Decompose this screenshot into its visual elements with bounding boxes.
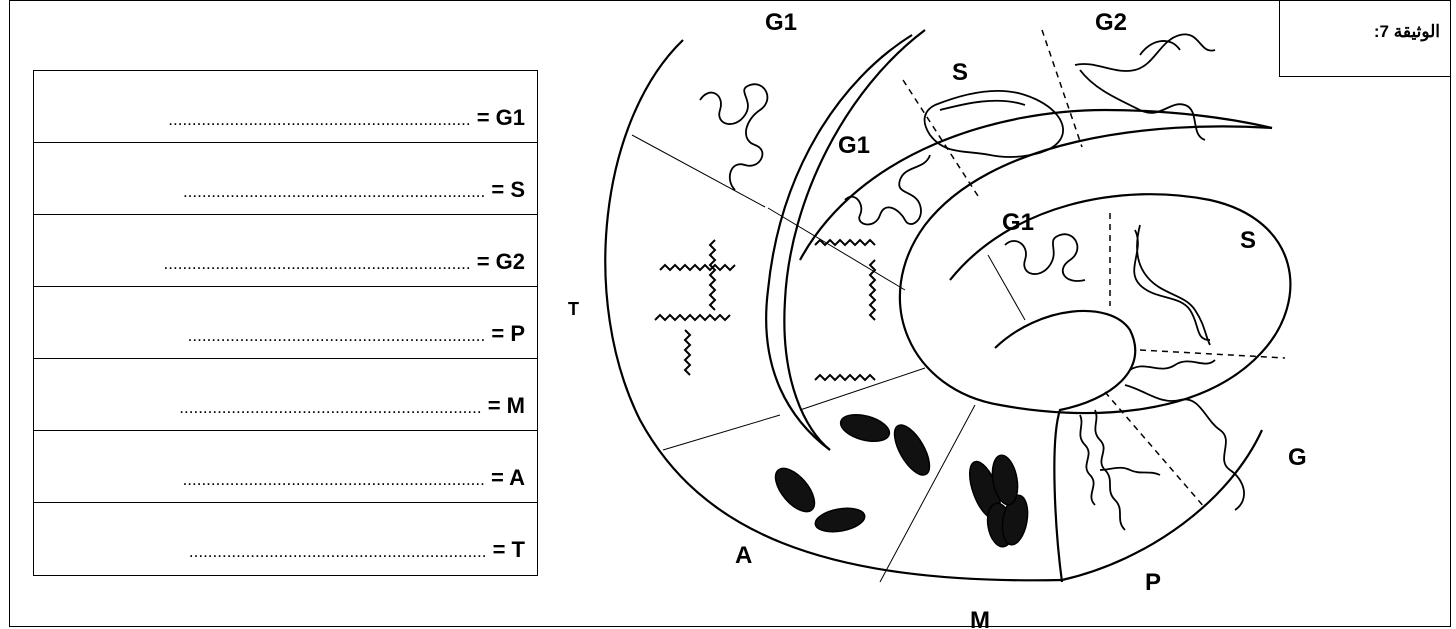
answer-code: = M xyxy=(487,393,525,418)
answer-row-g1: ........................................… xyxy=(34,71,537,143)
dashed-divider xyxy=(1041,29,1083,148)
answer-row-label: ........................................… xyxy=(188,321,525,347)
spiral-inner-loop xyxy=(898,125,1292,415)
condensing-chromosomes xyxy=(654,238,877,382)
answer-blank[interactable]: ........................................… xyxy=(188,542,487,561)
label-g1-inner: G1 xyxy=(1002,209,1034,236)
dashed-divider xyxy=(1104,391,1206,509)
spiral-top-arc xyxy=(799,108,1273,261)
divider-line xyxy=(987,254,1026,321)
spiral-second-line xyxy=(765,34,913,451)
answer-row-label: ........................................… xyxy=(183,177,525,203)
answer-code: = T xyxy=(492,537,525,562)
answer-table: ........................................… xyxy=(33,70,538,576)
answer-blank[interactable]: ........................................… xyxy=(182,182,486,201)
chromatin-g2-top xyxy=(1074,33,1216,141)
label-s-outer: S xyxy=(952,59,968,86)
label-g2-top: G2 xyxy=(1095,9,1127,36)
spiral-inner-return xyxy=(1061,429,1264,582)
answer-row-label: ........................................… xyxy=(179,393,525,419)
label-p-bottom: P xyxy=(1145,569,1161,596)
spiral-innermost-loop xyxy=(994,309,1137,583)
answer-row-s: ........................................… xyxy=(34,143,537,215)
chromosome-dark xyxy=(839,413,891,443)
chromosome-dark xyxy=(893,424,931,476)
chromosome-zigzag xyxy=(868,259,877,321)
answer-row-label: ........................................… xyxy=(168,105,525,131)
answer-row-label: ........................................… xyxy=(189,537,525,563)
label-m-bottom: M xyxy=(970,607,990,629)
chromosome-zigzag xyxy=(814,373,876,382)
answer-code: = G2 xyxy=(476,249,525,274)
answer-code: = S xyxy=(491,177,525,202)
label-t-left: T xyxy=(568,299,579,319)
spiral-outer-line xyxy=(604,39,1063,582)
answer-row-label: ........................................… xyxy=(164,249,525,275)
answer-row-label: ........................................… xyxy=(183,465,525,491)
chromosome-dark xyxy=(774,467,816,513)
spiral-second-line-b xyxy=(783,29,926,451)
dashed-divider xyxy=(1139,349,1286,359)
chromosome-dark xyxy=(1001,494,1029,546)
label-s-inner: S xyxy=(1240,227,1256,254)
answer-blank[interactable]: ........................................… xyxy=(182,470,485,489)
spiral-outlines xyxy=(604,29,1292,583)
label-a-bottom: A xyxy=(735,542,752,569)
label-g1-outer: G1 xyxy=(838,132,870,159)
answer-row-g2: ........................................… xyxy=(34,215,537,287)
section-dividers xyxy=(631,134,1026,583)
divider-line xyxy=(662,414,781,451)
answer-row-m: ........................................… xyxy=(34,359,537,431)
answer-code: = A xyxy=(490,465,525,490)
answer-blank[interactable]: ........................................… xyxy=(179,398,482,417)
answer-code: = G1 xyxy=(476,105,525,130)
chromatin-g2-inner xyxy=(1124,359,1245,511)
condensed-chromosomes xyxy=(774,413,1029,548)
answer-blank[interactable]: ........................................… xyxy=(163,254,471,273)
divider-line xyxy=(799,367,926,411)
divider-line xyxy=(631,134,766,208)
chromosome-dark xyxy=(814,507,866,533)
chromatin-drawings xyxy=(699,33,1245,531)
answer-row-t: ........................................… xyxy=(34,503,537,575)
dashed-dividers xyxy=(902,29,1286,509)
chromosome-zigzag xyxy=(814,238,876,247)
document-label: الوثيقة 7: xyxy=(1373,22,1440,41)
answer-row-a: ........................................… xyxy=(34,431,537,503)
chromosome-zigzag xyxy=(659,263,736,272)
chromosome-zigzag xyxy=(654,313,731,322)
divider-line xyxy=(879,404,976,583)
chromatin-s-inner xyxy=(1133,224,1211,346)
dashed-divider xyxy=(902,79,979,197)
answer-blank[interactable]: ........................................… xyxy=(168,110,471,129)
answer-code: = P xyxy=(491,321,525,346)
chromatin-s-outer xyxy=(923,89,1064,158)
label-g1-top: G1 xyxy=(765,9,797,36)
answer-row-p: ........................................… xyxy=(34,287,537,359)
chromosome-zigzag xyxy=(708,239,717,311)
chromatin-prophase xyxy=(1079,409,1161,531)
chromosome-dark xyxy=(991,454,1019,506)
chromatin-g1-top xyxy=(699,83,769,191)
page-frame xyxy=(9,0,1451,627)
chromatin-g1-outer xyxy=(844,154,931,226)
label-g-right: G xyxy=(1288,444,1307,471)
divider-line xyxy=(767,207,906,291)
document-label-box: الوثيقة 7: xyxy=(1279,0,1451,77)
chromosome-zigzag xyxy=(683,329,692,376)
answer-blank[interactable]: ........................................… xyxy=(187,326,486,345)
chromatin-g1-inner xyxy=(1004,233,1086,282)
